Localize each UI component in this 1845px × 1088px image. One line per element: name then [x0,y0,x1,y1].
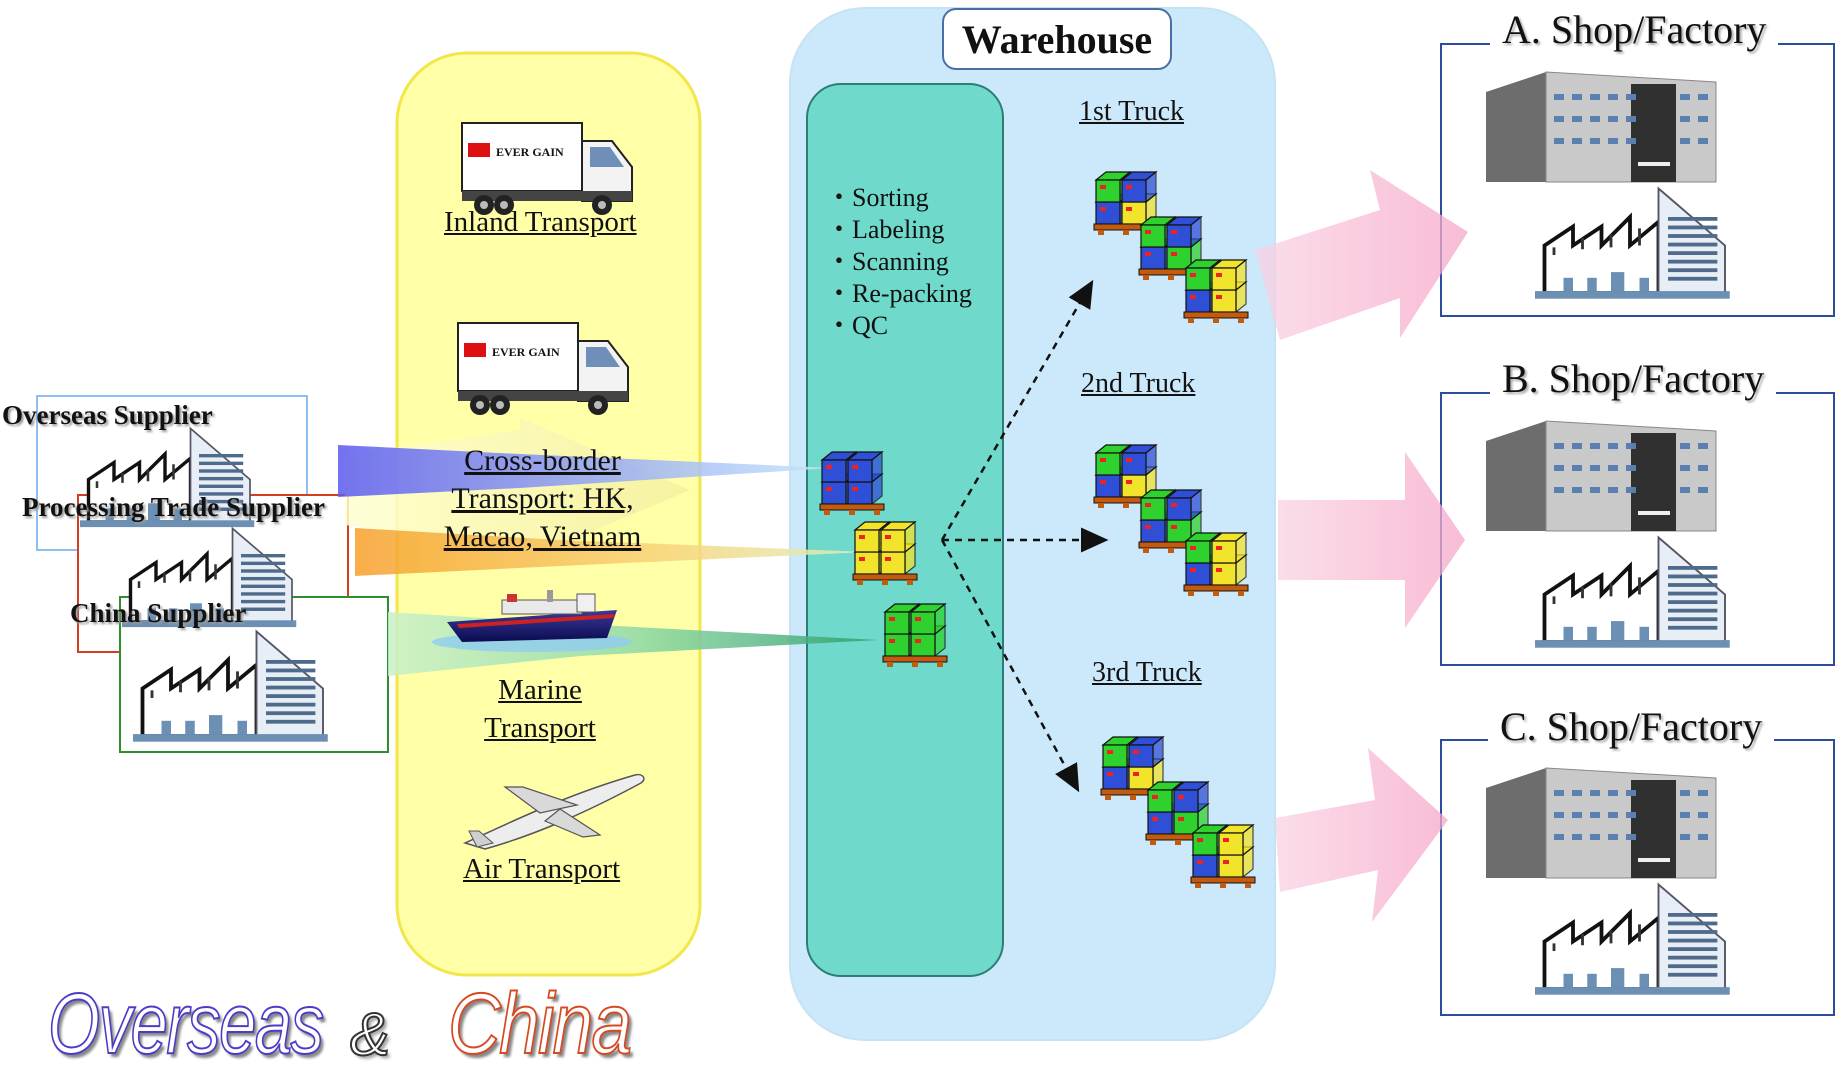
process-qc: ・QC [826,311,889,340]
stack-2nd-truck [1093,443,1249,596]
stack-2nd-truck-3 [1183,531,1249,596]
stack-3rd-truck [1100,735,1256,888]
crossborder-line-3: Macao, Vietnam [443,520,642,553]
stack-3rd-truck-3 [1190,823,1256,888]
warehouse-title: Warehouse [942,8,1172,70]
overseas-flow-arrow [338,445,832,497]
intake-pallet-yellow [852,520,918,585]
crossborder-line-2: Transport: HK, [451,482,634,515]
arrow-to-b [1278,452,1465,628]
marine-line-1: Marine [498,674,582,706]
marine-transport-label: Marine Transport [440,671,640,747]
process-sorting: ・Sorting [826,183,929,212]
marine-line-2: Transport [484,712,596,744]
destination-b-factory-icon [1535,535,1730,648]
destination-a-factory-icon [1535,186,1730,299]
brand-ampersand: & [349,1000,391,1069]
stack-1st-truck-2 [1138,215,1204,280]
processing-flow-arrow [355,528,868,576]
overseas-supplier-label: Overseas Supplier [2,400,213,430]
destination-c-title: C. Shop/Factory [1488,703,1775,750]
intake-pallet-blue [819,450,885,515]
air-transport-label: Air Transport [463,853,621,885]
china-supplier-label: China Supplier [70,598,247,628]
crossborder-truck-icon: EVER GAIN [457,322,629,415]
overseas-factory-icon [80,426,255,528]
stack-1st-truck [1093,170,1249,323]
brand-overseas: Overseas [47,975,325,1073]
brand-china: China [447,975,633,1073]
destination-a-title: A. Shop/Factory [1490,6,1779,53]
route-3rd-truck [940,539,1080,793]
svg-text:EVER GAIN: EVER GAIN [492,345,560,359]
destination-c-factory-icon [1535,882,1730,995]
stack-1st-truck-1 [1093,170,1159,235]
route-1st-truck [940,279,1094,541]
svg-text:EVER GAIN: EVER GAIN [496,145,564,159]
process-list: ・Sorting ・Labeling ・Scanning ・Re-packing… [826,182,972,342]
destination-a-warehouse-icon [1486,71,1717,183]
cargo-ship-icon [432,590,632,652]
process-repacking: ・Re-packing [826,279,972,308]
process-labeling: ・Labeling [826,215,945,244]
crossborder-transport-label: Cross-border Transport: HK, Macao, Vietn… [420,442,665,556]
process-scanning: ・Scanning [826,247,949,276]
arrow-to-c [1275,748,1448,922]
inland-truck-icon: EVER GAIN [461,122,633,215]
stack-1st-truck-3 [1183,258,1249,323]
destination-b-warehouse-icon [1486,420,1717,532]
truck-label-1st: 1st Truck [1079,96,1185,127]
stack-3rd-truck-1 [1100,735,1166,800]
destination-b-title: B. Shop/Factory [1490,355,1777,402]
truck-label-3rd: 3rd Truck [1092,657,1202,688]
processing-supplier-label: Processing Trade Supplier [22,492,326,522]
arrow-to-a [1255,170,1468,340]
airplane-icon [462,773,645,850]
stack-3rd-truck-2 [1145,780,1211,845]
truck-label-2nd: 2nd Truck [1081,368,1196,399]
stack-2nd-truck-1 [1093,443,1159,508]
inland-transport-label: Inland Transport [444,206,637,238]
china-factory-icon [133,629,328,742]
crossborder-line-1: Cross-border [464,444,621,477]
intake-pallet-green [882,602,948,667]
processing-factory-icon [122,526,297,628]
destination-c-warehouse-icon [1486,767,1717,879]
